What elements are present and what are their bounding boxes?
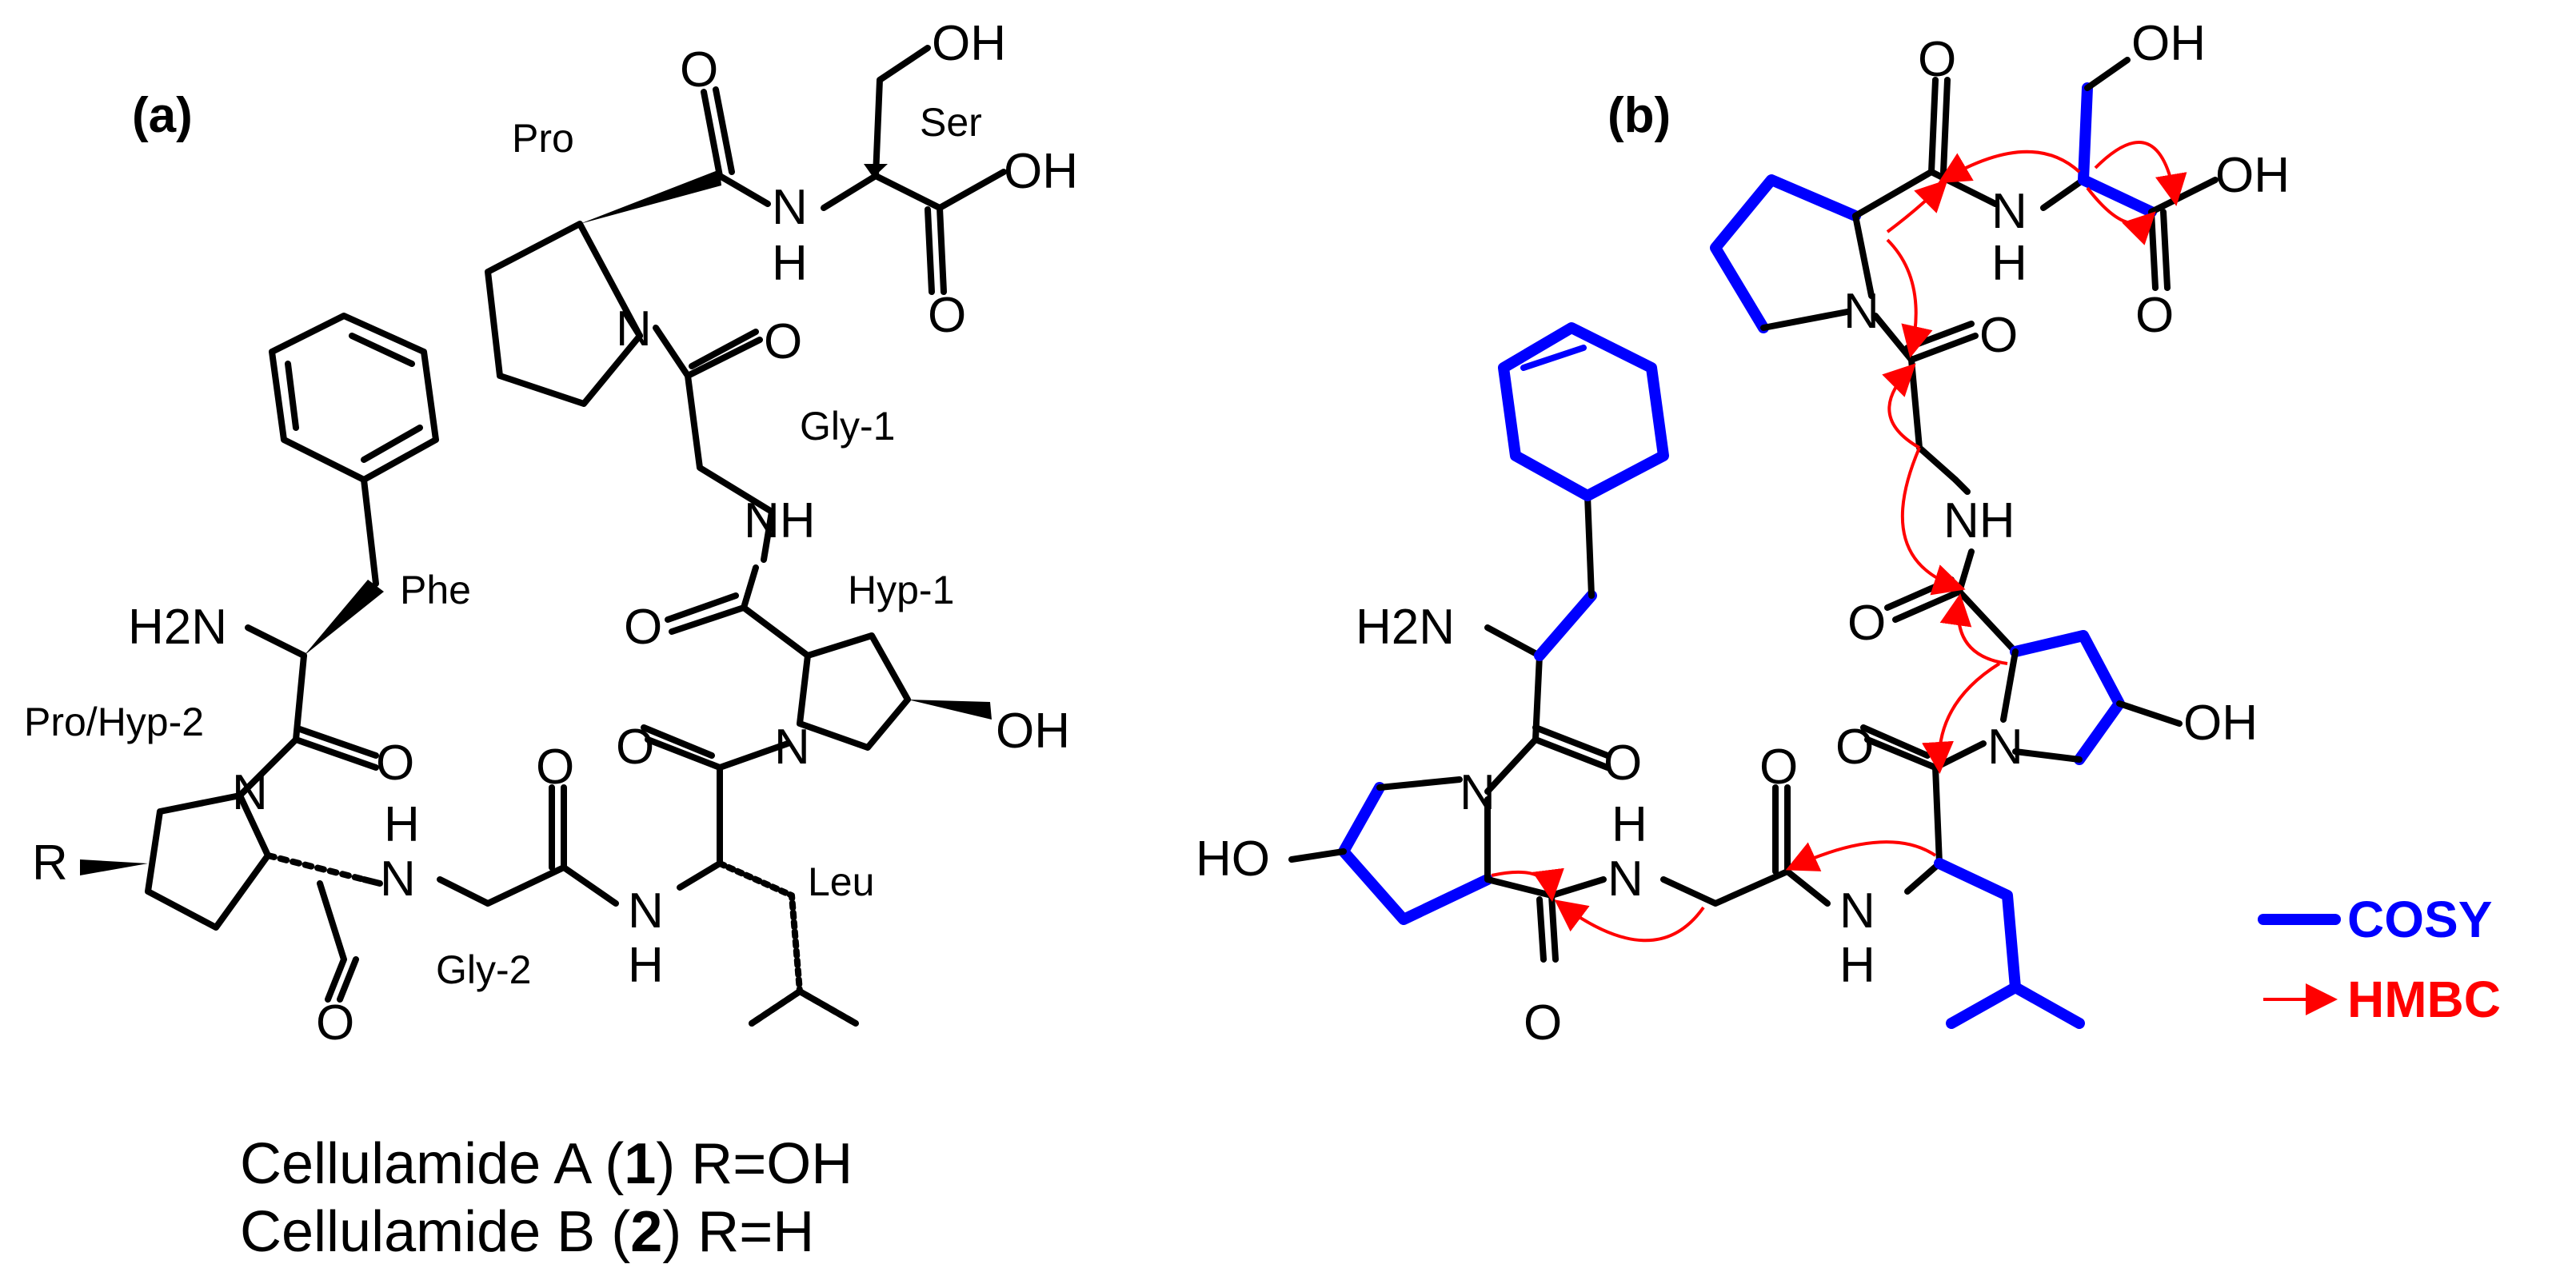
legend-cosy-label: COSY <box>2347 891 2492 948</box>
residue-label-hyp1: Hyp-1 <box>848 568 954 612</box>
residue-label-prohyp2: Pro/Hyp-2 <box>24 700 204 744</box>
atom-o-hyp1-b: O <box>1847 596 1886 651</box>
atom-o-hyp1: O <box>624 600 662 655</box>
atom-r: R <box>32 835 68 891</box>
legend-hmbc-label: HMBC <box>2347 971 2501 1028</box>
atom-o-phe: O <box>376 736 414 791</box>
legend: COSY HMBC <box>2258 891 2501 1028</box>
atom-n-prohyp2: N <box>232 765 268 820</box>
serine-residue-a <box>821 45 1007 295</box>
atom-oh-ser-side: OH <box>932 16 1006 71</box>
atom-o-gly1: O <box>764 314 802 369</box>
atom-o-gly1-b: O <box>1979 308 2018 363</box>
atom-nh-leu-b: N <box>1839 883 1875 939</box>
serine-residue-b <box>2040 57 2219 291</box>
atom-o-pro-b: O <box>1918 32 1956 87</box>
atom-nh-gly2-b: N <box>1608 851 1643 907</box>
atom-oh-ser-side-b: OH <box>2131 16 2206 71</box>
hmbc-correlations <box>1491 141 2187 943</box>
atom-ho-hyp2-b: HO <box>1196 831 1270 887</box>
atom-o-leu: O <box>616 720 654 775</box>
residue-label-gly2: Gly-2 <box>436 947 531 992</box>
atom-o-gly2-b: O <box>1759 740 1798 795</box>
residue-label-phe: Phe <box>400 568 471 612</box>
caption-cellulamide-a: Cellulamide A (1) R=OH <box>240 1132 853 1196</box>
atom-nh-gly1-b: NH <box>1943 493 2015 548</box>
atom-h-gly2-b: H <box>1611 797 1647 852</box>
atom-oh-ser-acid-b: OH <box>2215 148 2290 203</box>
atom-o-phe-b: O <box>1604 736 1642 791</box>
atom-nh-ser: N <box>772 180 808 235</box>
atom-n-hyp1: N <box>774 720 810 775</box>
proline-residue-b <box>1710 77 1999 483</box>
leucine-residue-a <box>677 764 859 1027</box>
residue-label-ser: Ser <box>920 100 982 145</box>
atom-h-leu-b: H <box>1839 938 1875 993</box>
atom-o-gly2: O <box>536 740 574 795</box>
leucine-residue-b <box>1904 764 2085 1029</box>
residue-label-pro: Pro <box>512 116 574 161</box>
proline-residue-a <box>485 86 775 515</box>
atom-nh-leu: N <box>628 883 664 939</box>
atom-o-pro-carbonyl: O <box>680 42 718 98</box>
atom-h-leu: H <box>628 938 664 993</box>
panel-a-label: (a) <box>132 88 193 143</box>
prohyp2-residue-a <box>80 652 383 1003</box>
atom-n-pro-b: N <box>1843 284 1879 339</box>
atom-oh-ser-acid: OH <box>1004 144 1078 199</box>
atom-n-pro-ring: N <box>616 301 652 357</box>
atom-o-leu-b: O <box>1835 720 1874 775</box>
atom-h-gly2: H <box>384 797 420 852</box>
atom-oh-hyp1-b: OH <box>2183 696 2258 751</box>
hyp2-residue-b <box>1288 652 1611 963</box>
atom-h-ser-b: H <box>1991 236 2027 291</box>
atom-h2n-phe: H2N <box>128 600 227 655</box>
caption-cellulamide-b: Cellulamide B (2) R=H <box>240 1200 814 1264</box>
residue-label-gly1: Gly-1 <box>800 404 895 449</box>
phenylalanine-residue-a <box>245 313 439 659</box>
atom-nh-gly1: NH <box>744 493 816 548</box>
panel-b-label: (b) <box>1608 88 1671 143</box>
gly2-residue-a <box>437 784 619 907</box>
atom-n-hyp2-b: N <box>1460 765 1496 820</box>
atom-h2n-phe-b: H2N <box>1356 600 1455 655</box>
gly2-residue-b <box>1660 784 1831 907</box>
phenylalanine-residue-b <box>1484 322 1669 661</box>
panel-a: (a) O N O Pro N H OH OH O Ser Gly <box>24 16 1078 1264</box>
atom-o-ser-acid-b: O <box>2135 288 2174 343</box>
hyp1-residue-a <box>641 508 992 771</box>
atom-oh-hyp1: OH <box>996 704 1070 759</box>
atom-nh-gly2: N <box>380 851 416 907</box>
atom-h-ser: H <box>772 236 808 291</box>
atom-o-prohyp2: O <box>316 995 354 1051</box>
residue-label-leu: Leu <box>808 859 874 904</box>
atom-nh-ser-b: N <box>1991 184 2027 239</box>
atom-n-hyp1-b: N <box>1987 720 2023 775</box>
atom-o-hyp2-b: O <box>1524 995 1562 1051</box>
panel-b: (b) O N O N H OH OH O <box>1196 16 2501 1051</box>
atom-o-ser-acid: O <box>928 288 966 343</box>
